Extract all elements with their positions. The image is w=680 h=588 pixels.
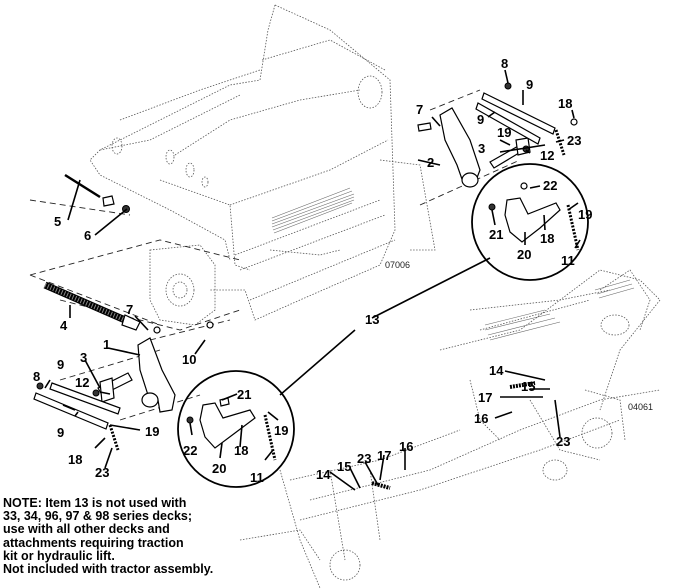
callout-23-right: 23 — [567, 133, 581, 148]
callout-18-right: 18 — [558, 96, 572, 111]
callout-5: 5 — [54, 214, 61, 229]
callout-18-lower: 18 — [234, 443, 248, 458]
callout-8-left: 8 — [33, 369, 40, 384]
callout-9-right-b: 9 — [477, 112, 484, 127]
callout-23-left-deck: 23 — [357, 451, 371, 466]
callout-21-upper: 21 — [489, 227, 503, 242]
callout-2: 2 — [427, 155, 434, 170]
callout-4: 4 — [60, 318, 68, 333]
callout-22-upper: 22 — [543, 178, 557, 193]
callout-6: 6 — [84, 228, 91, 243]
deck-assembly — [239, 269, 661, 588]
callout-12-left: 12 — [75, 375, 89, 390]
callout-3-left: 3 — [80, 350, 87, 365]
callout-14-right: 14 — [489, 363, 504, 378]
note-text: NOTE: Item 13 is not used with 33, 34, 9… — [3, 496, 214, 577]
leader-lines — [44, 69, 581, 491]
callout-19-left: 19 — [145, 424, 159, 439]
callout-18-left: 18 — [68, 452, 82, 467]
callout-17-right: 17 — [478, 390, 492, 405]
callout-9-left-b: 9 — [57, 425, 64, 440]
callout-12-right: 12 — [540, 148, 554, 163]
callout-13: 13 — [365, 312, 379, 327]
callout-3-right: 3 — [478, 141, 485, 156]
callout-9-left-a: 9 — [57, 357, 64, 372]
callout-19-right: 19 — [497, 125, 511, 140]
callout-1: 1 — [103, 337, 110, 352]
callout-14-left: 14 — [316, 467, 331, 482]
callout-20-upper: 20 — [517, 247, 531, 262]
callout-8-right: 8 — [501, 56, 508, 71]
callout-23-right-deck: 23 — [556, 434, 570, 449]
callout-19-lower: 19 — [274, 423, 288, 438]
spring-4 — [43, 281, 141, 331]
callout-labels: 5 6 4 7 1 10 3 9 8 12 9 19 18 23 21 22 1… — [33, 56, 592, 485]
callout-17-left: 17 — [377, 448, 391, 463]
tractor-frame — [89, 4, 436, 326]
detail-circle-upper — [471, 163, 589, 281]
callout-18-upper: 18 — [540, 231, 554, 246]
callout-23-left: 23 — [95, 465, 109, 480]
callout-7-left: 7 — [126, 302, 133, 317]
drawing-code-lower: 04061 — [628, 402, 653, 412]
callout-11-lower: 11 — [250, 470, 264, 485]
callout-15-right: 15 — [521, 379, 535, 394]
callout-9-right-a: 9 — [526, 77, 533, 92]
drawing-code-upper: 07006 — [385, 260, 410, 270]
callout-22-lower: 22 — [183, 443, 197, 458]
callout-19-upper: 19 — [578, 207, 592, 222]
callout-11-upper: 11 — [561, 253, 575, 268]
callout-7-right: 7 — [416, 102, 423, 117]
detail-circle-lower — [177, 370, 295, 488]
callout-16-right: 16 — [474, 411, 488, 426]
left-lift-parts — [33, 173, 214, 451]
callout-21-lower: 21 — [237, 387, 251, 402]
callout-15-left: 15 — [337, 459, 351, 474]
callout-16-left: 16 — [399, 439, 413, 454]
callout-10: 10 — [182, 352, 196, 367]
lift-arm-1 — [137, 337, 176, 413]
callout-20-lower: 20 — [212, 461, 226, 476]
